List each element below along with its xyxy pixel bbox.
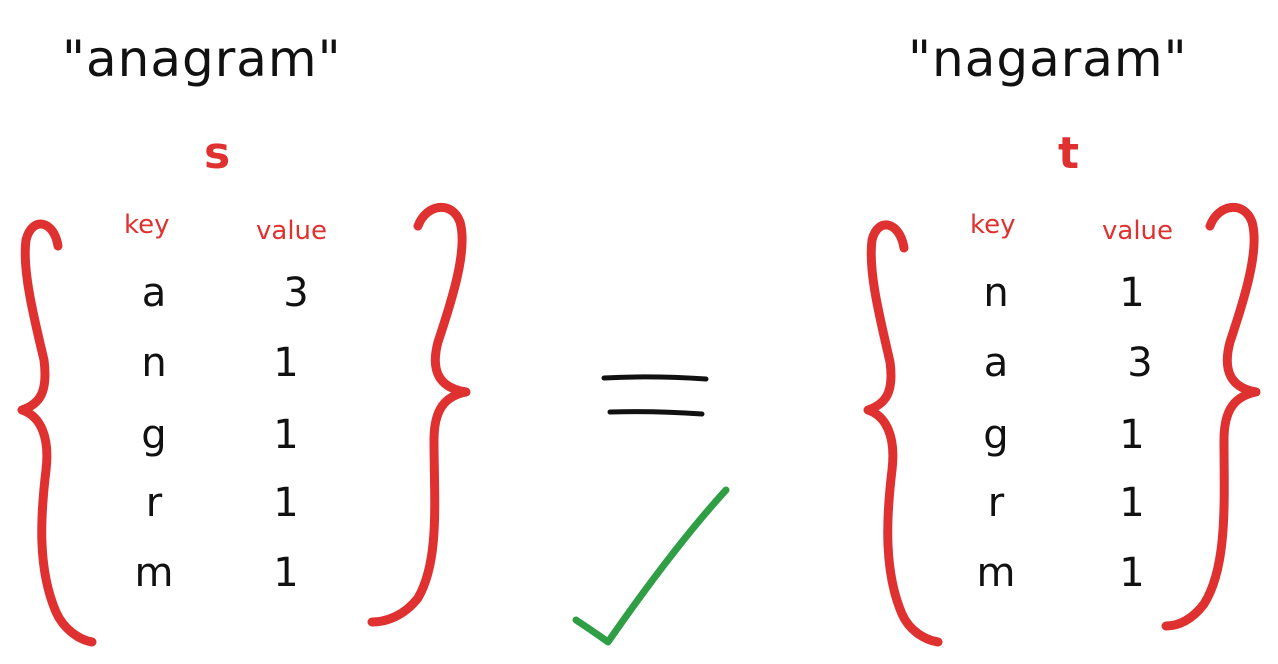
right-row-value: 3 — [1127, 340, 1153, 386]
left-row-key: m — [134, 550, 174, 596]
left-word: "anagram" — [62, 30, 342, 88]
left-header-key: key — [124, 210, 170, 240]
left-row-key: a — [141, 270, 167, 316]
left-row-key: g — [141, 412, 167, 458]
right-row-key: a — [983, 340, 1009, 386]
checkmark-icon — [572, 486, 730, 646]
left-close-brace — [367, 202, 471, 627]
right-row-key: n — [983, 270, 1009, 316]
left-row-value: 1 — [273, 550, 299, 596]
right-variable: t — [1058, 128, 1080, 179]
equals-sign-icon — [601, 374, 709, 417]
right-row-value: 1 — [1119, 480, 1145, 526]
left-variable: s — [204, 128, 231, 179]
left-row-value: 3 — [283, 270, 309, 316]
left-row-key: r — [145, 480, 163, 526]
left-row-key: n — [141, 340, 167, 386]
right-header-key: key — [970, 210, 1016, 240]
left-row-value: 1 — [273, 480, 299, 526]
right-row-key: m — [976, 550, 1016, 596]
right-row-key: r — [987, 480, 1005, 526]
right-close-brace — [1161, 202, 1261, 631]
right-header-value: value — [1102, 216, 1174, 246]
right-row-value: 1 — [1119, 270, 1145, 316]
left-open-brace — [17, 219, 97, 647]
right-row-key: g — [983, 412, 1009, 458]
left-row-value: 1 — [273, 340, 299, 386]
left-header-value: value — [256, 216, 328, 246]
right-word: "nagaram" — [908, 30, 1188, 88]
left-row-value: 1 — [273, 412, 299, 458]
right-row-value: 1 — [1119, 412, 1145, 458]
right-row-value: 1 — [1119, 550, 1145, 596]
right-open-brace — [863, 220, 943, 647]
